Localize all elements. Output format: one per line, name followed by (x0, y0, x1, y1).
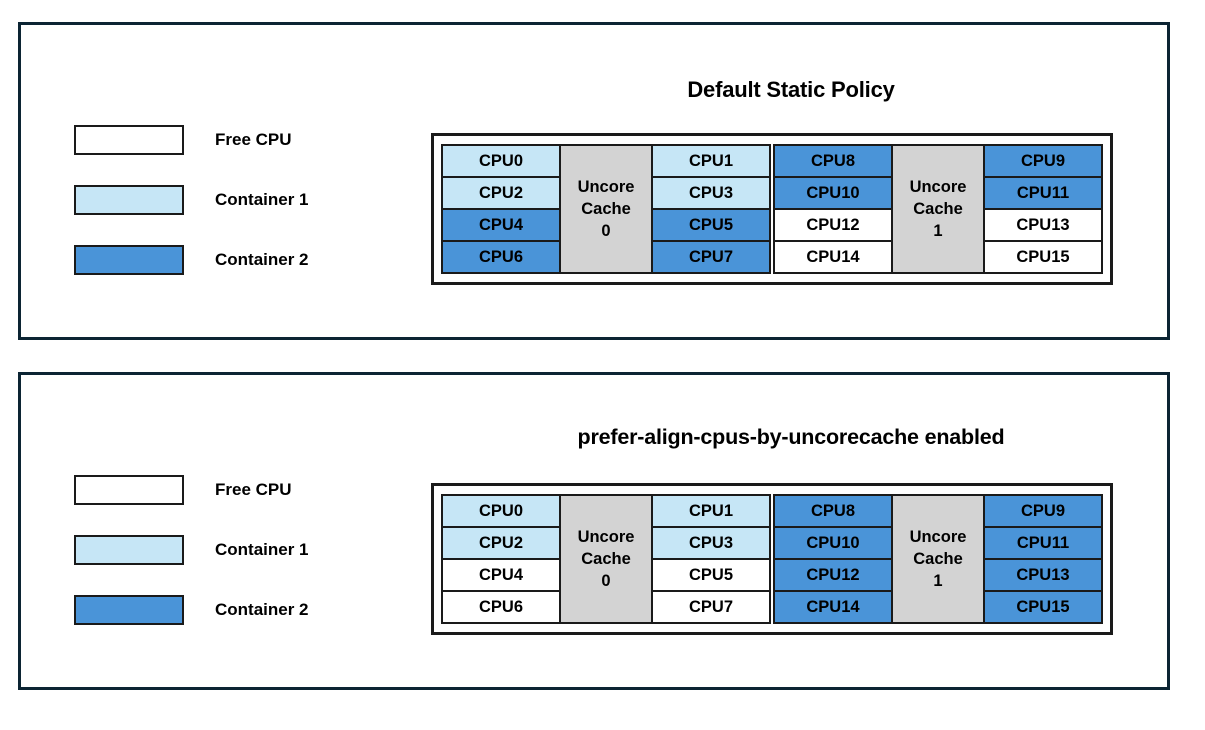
cpu-cell: CPU13 (985, 210, 1101, 242)
legend-swatch-container-1 (74, 535, 184, 565)
uncore-cache-label-line-3: 0 (601, 572, 611, 591)
cpu-cell: CPU0 (443, 496, 559, 528)
cpu-cell: CPU15 (985, 592, 1101, 622)
cpu-cell: CPU13 (985, 560, 1101, 592)
cpu-cell: CPU2 (443, 178, 559, 210)
cpu-cell: CPU12 (775, 560, 891, 592)
cpu-cell: CPU8 (775, 146, 891, 178)
legend-swatch-container-2 (74, 595, 184, 625)
legend-bottom: Free CPU Container 1 Container 2 (74, 475, 309, 625)
cpu-cell: CPU3 (653, 178, 769, 210)
cpu-cell: CPU3 (653, 528, 769, 560)
cpu-cell: CPU6 (443, 592, 559, 622)
legend-item-container-2: Container 2 (74, 245, 309, 275)
uncore-cache-label-line-3: 0 (601, 222, 611, 241)
cpu-cell: CPU0 (443, 146, 559, 178)
cpu-cell: CPU14 (775, 242, 891, 272)
uncore-cache-label-line-2: Cache (913, 549, 963, 568)
legend-item-free-cpu: Free CPU (74, 475, 309, 505)
uncore-cache-label-line-1: Uncore (909, 527, 967, 546)
uncore-cache-label-line-2: Cache (581, 549, 631, 568)
uncore-cache-label-line-3: 1 (933, 222, 943, 241)
uncore-cache-label-line-2: Cache (581, 199, 631, 218)
cpu-cell: CPU10 (775, 178, 891, 210)
legend-label-container-1: Container 1 (215, 190, 309, 209)
legend-swatch-container-1 (74, 185, 184, 215)
cpu-cell: CPU4 (443, 560, 559, 592)
cpu-cell: CPU7 (653, 242, 769, 272)
cpu-cell: CPU11 (985, 528, 1101, 560)
legend-item-free-cpu: Free CPU (74, 125, 309, 155)
uncore-cache-label-line-3: 1 (933, 572, 943, 591)
uncore-cache-label-line-1: Uncore (577, 527, 635, 546)
cpu-cell: CPU5 (653, 210, 769, 242)
cpu-cell: CPU12 (775, 210, 891, 242)
cpu-cell: CPU9 (985, 496, 1101, 528)
legend-swatch-container-2 (74, 245, 184, 275)
cpu-cell: CPU9 (985, 146, 1101, 178)
cpu-cell: CPU1 (653, 146, 769, 178)
cpu-cell: CPU6 (443, 242, 559, 272)
uncore-cache-label-line-1: Uncore (577, 177, 635, 196)
cpu-cell: CPU11 (985, 178, 1101, 210)
cpu-cell: CPU8 (775, 496, 891, 528)
cpu-cell: CPU14 (775, 592, 891, 622)
panel-prefer-align-enabled: Free CPU Container 1 Container 2 prefer-… (18, 372, 1170, 690)
legend-swatch-free-cpu (74, 125, 184, 155)
uncore-cache-label-line-2: Cache (913, 199, 963, 218)
legend-swatch-free-cpu (74, 475, 184, 505)
legend-label-free-cpu: Free CPU (215, 480, 292, 499)
diagram-title-top: Default Static Policy (687, 77, 895, 102)
cpu-cell: CPU4 (443, 210, 559, 242)
legend-item-container-2: Container 2 (74, 595, 309, 625)
legend-item-container-1: Container 1 (74, 185, 309, 215)
legend-label-container-2: Container 2 (215, 250, 309, 269)
legend-label-container-2: Container 2 (215, 600, 309, 619)
legend-label-free-cpu: Free CPU (215, 130, 292, 149)
cpu-cell: CPU1 (653, 496, 769, 528)
panel-default-static-policy: Free CPU Container 1 Container 2 Default… (18, 22, 1170, 340)
cpu-cell: CPU7 (653, 592, 769, 622)
cpu-cell: CPU15 (985, 242, 1101, 272)
cpu-cell: CPU10 (775, 528, 891, 560)
legend-item-container-1: Container 1 (74, 535, 309, 565)
legend-top: Free CPU Container 1 Container 2 (74, 125, 309, 275)
diagram-title-bottom: prefer-align-cpus-by-uncorecache enabled (577, 425, 1005, 449)
legend-label-container-1: Container 1 (215, 540, 309, 559)
cpu-cell: CPU2 (443, 528, 559, 560)
uncore-cache-label-line-1: Uncore (909, 177, 967, 196)
cpu-cell: CPU5 (653, 560, 769, 592)
